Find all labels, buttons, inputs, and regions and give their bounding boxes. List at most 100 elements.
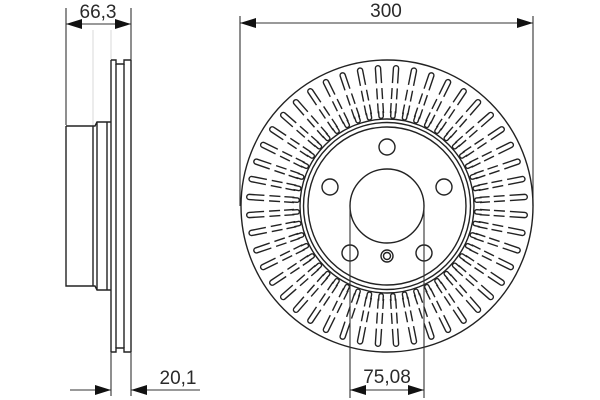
vane-root <box>434 277 443 287</box>
front-view: 300 75,08 <box>239 1 534 398</box>
vane-slot <box>465 98 482 116</box>
vane-dash <box>443 106 451 116</box>
vane-dash <box>360 310 365 322</box>
vane-dash <box>487 164 499 170</box>
vane-dash <box>404 311 409 323</box>
arrow-right-icon <box>115 19 131 29</box>
vane-slot <box>502 242 521 254</box>
vane-root <box>322 132 331 142</box>
vane-dash <box>448 293 456 304</box>
vane-slot <box>452 88 467 106</box>
vane-dash <box>493 209 505 212</box>
vane-dash <box>287 142 297 150</box>
disc-outer-edge <box>240 59 534 353</box>
vane-dash <box>381 312 384 324</box>
vane-dash <box>487 242 499 248</box>
vane-root <box>464 242 474 251</box>
vane-dash <box>375 88 379 100</box>
locator-hole-inner <box>382 251 392 261</box>
vane-root <box>353 115 361 124</box>
vane-root <box>377 292 385 301</box>
vane-dash <box>375 312 379 324</box>
vane-dash <box>360 90 365 102</box>
vane-dash <box>409 90 414 102</box>
vane-root <box>342 119 351 129</box>
vane-slot <box>253 158 272 170</box>
friction-ring-inner-edge <box>299 118 475 294</box>
vane-dash <box>274 169 286 175</box>
vane-dash <box>474 267 485 275</box>
vane-dash <box>345 94 351 106</box>
vane-root <box>365 291 373 300</box>
vane-slot <box>322 78 336 98</box>
vane-slot <box>374 65 383 84</box>
vane-slot <box>374 328 383 347</box>
vane-dash <box>468 129 478 138</box>
vane-dash <box>318 108 326 119</box>
center-bore <box>349 168 425 244</box>
vane-root <box>300 242 310 251</box>
vane-slot <box>279 284 297 301</box>
vane-dash <box>491 179 503 184</box>
vane-dash <box>474 137 485 145</box>
vane-dash <box>282 255 293 262</box>
vane-dash <box>275 164 287 170</box>
vane-dash <box>477 142 487 150</box>
vane-dash <box>279 250 291 257</box>
vane-root <box>413 115 421 124</box>
vane-root <box>458 150 468 159</box>
vane-dash <box>296 274 306 283</box>
locator-hole-outer <box>380 249 394 263</box>
vane-dash <box>282 150 293 157</box>
arrow-left-icon <box>66 19 82 29</box>
vane-dash <box>350 307 356 319</box>
vane-dash <box>365 89 370 101</box>
arrow-left-icon <box>240 18 256 28</box>
vane-root <box>473 208 482 216</box>
vane-slot <box>509 210 528 219</box>
vane-dash <box>350 93 356 105</box>
dimension-label-bore: 75,08 <box>363 367 411 388</box>
vane-dash <box>269 194 281 198</box>
vane-dash <box>381 88 384 100</box>
bolt-hole <box>321 178 339 196</box>
vane-slot <box>407 325 418 345</box>
vane-root <box>365 112 373 121</box>
vane-root <box>296 172 305 180</box>
vane-slot <box>322 314 336 334</box>
vane-dash <box>431 98 438 110</box>
vane-slot <box>477 284 495 301</box>
vane-dash <box>287 262 297 270</box>
vane-dash <box>483 250 495 257</box>
vane-root <box>293 220 302 228</box>
vane-slot <box>423 72 435 91</box>
vane-dash <box>465 277 475 287</box>
vane-slot <box>248 226 268 237</box>
vane-dash <box>331 300 338 311</box>
vane-dash <box>318 293 326 304</box>
vane-root <box>469 172 478 180</box>
vane-root <box>306 253 316 262</box>
vane-dash <box>275 242 287 248</box>
vane-root <box>464 161 474 170</box>
vane-slot <box>269 126 287 141</box>
vane-slot <box>356 325 367 345</box>
vane-root <box>434 125 443 135</box>
vane-dash <box>331 101 338 112</box>
vane-slot <box>391 65 400 84</box>
vane-dash <box>289 267 300 275</box>
vane-slot <box>292 98 309 116</box>
vane-slot <box>438 78 452 98</box>
vane-root <box>413 288 421 297</box>
vane-root <box>472 184 481 192</box>
vane-root <box>331 277 340 287</box>
vane-dash <box>269 214 281 218</box>
vane-dash <box>493 214 505 218</box>
vane-root <box>313 141 323 150</box>
vane-dash <box>493 194 505 198</box>
vane-root <box>300 161 310 170</box>
bolt-hole <box>378 138 396 156</box>
vane-root <box>353 288 361 297</box>
hat-outline <box>65 121 111 291</box>
vane-dash <box>492 223 504 228</box>
